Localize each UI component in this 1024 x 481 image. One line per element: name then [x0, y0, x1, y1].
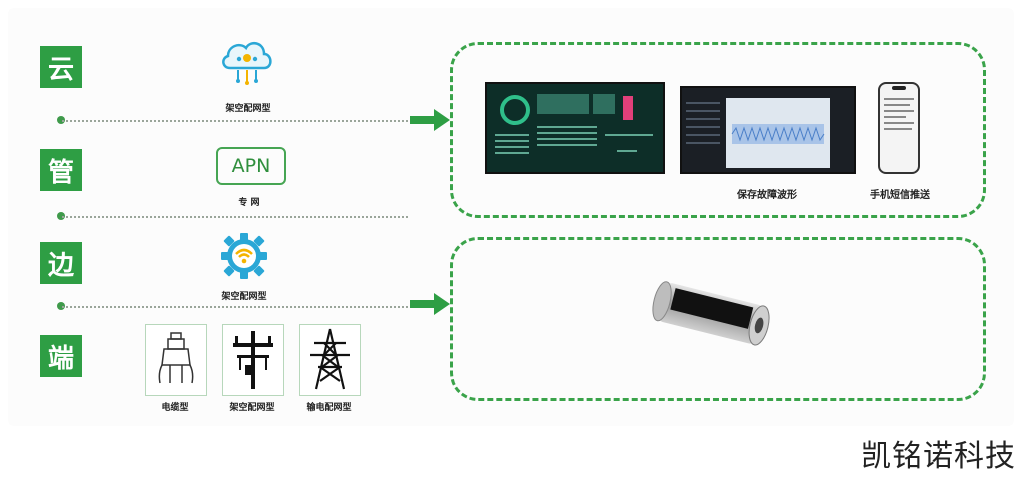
layer-badge-pipe: 管	[40, 149, 82, 191]
cloud-caption: 架空配网型	[225, 104, 271, 114]
dotted-connector	[62, 120, 408, 122]
line-start-dot	[57, 302, 65, 310]
terminal-caption-overhead: 架空配网型	[229, 403, 275, 413]
dotted-connector	[62, 216, 408, 218]
apn-label: APN	[231, 155, 271, 177]
gear-wifi-icon	[221, 233, 267, 279]
arrow-right-icon	[410, 109, 450, 131]
terminal-tile-cable	[145, 324, 207, 396]
utility-pole-icon	[233, 331, 273, 389]
terminal-tile-transmission	[299, 324, 361, 396]
cable-terminal-icon	[158, 332, 194, 384]
apn-badge: APN	[216, 147, 286, 185]
dashboard-thumbnail	[487, 84, 663, 172]
sensor-device-icon	[652, 281, 770, 346]
terminal-caption-transmission: 输电配网型	[306, 403, 352, 413]
brand-name: 凯铭诺科技	[861, 439, 1016, 474]
dashboard-screen	[485, 82, 665, 174]
mobile-phone-icon	[878, 82, 920, 174]
line-start-dot	[57, 116, 65, 124]
layer-badge-cloud: 云	[40, 46, 82, 88]
terminal-tile-overhead	[222, 324, 284, 396]
platform-panel	[450, 42, 986, 218]
device-panel	[450, 237, 986, 401]
line-start-dot	[57, 212, 65, 220]
terminal-caption-cable: 电缆型	[161, 403, 189, 413]
arrow-right-icon	[410, 293, 450, 315]
edge-caption: 架空配网型	[221, 292, 267, 302]
waveform-caption: 保存故障波形	[737, 190, 797, 201]
waveform-thumbnail	[682, 88, 854, 172]
layer-badge-terminal: 端	[40, 335, 82, 377]
waveform-screen	[680, 86, 856, 174]
cloud-network-icon	[222, 41, 272, 85]
layer-badge-edge: 边	[40, 242, 82, 284]
sms-caption: 手机短信推送	[870, 190, 930, 201]
dotted-connector	[62, 306, 408, 308]
transmission-tower-icon	[310, 328, 350, 390]
apn-caption: 专 网	[238, 198, 260, 208]
